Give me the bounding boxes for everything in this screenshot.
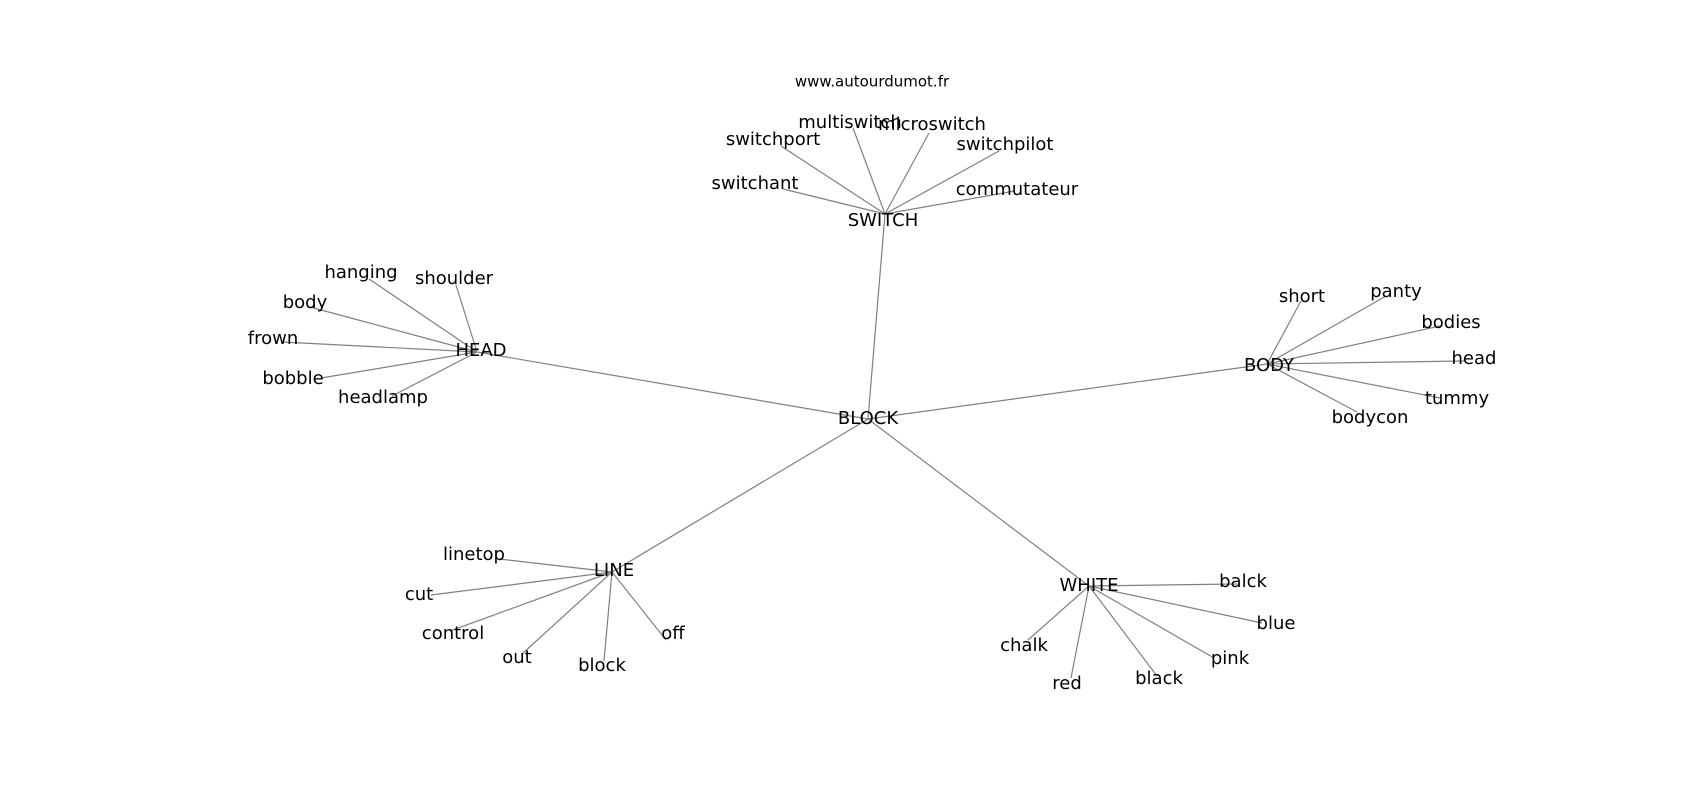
node-hub-head[interactable]: HEAD <box>455 340 506 361</box>
node-leaf[interactable]: short <box>1279 286 1325 307</box>
edge-head-leaf <box>320 351 478 379</box>
node-leaf[interactable]: control <box>422 623 484 644</box>
node-leaf[interactable]: bodies <box>1421 312 1480 333</box>
edge-head-leaf <box>309 306 478 353</box>
edge-line-leaf <box>449 571 613 632</box>
node-leaf[interactable]: cut <box>405 584 433 605</box>
edge-line-leaf <box>498 558 613 573</box>
node-leaf[interactable]: balck <box>1219 571 1267 592</box>
edge-white-leaf <box>1027 585 1090 641</box>
edge-center-white <box>867 418 1090 587</box>
edge-body-leaf <box>1266 300 1302 365</box>
node-leaf[interactable]: hanging <box>324 262 397 283</box>
edge-white-leaf <box>1088 585 1215 659</box>
edge-line-leaf <box>430 571 613 596</box>
edge-head-leaf <box>368 278 478 353</box>
edge-center-switch <box>867 213 886 420</box>
node-leaf[interactable]: commutateur <box>956 179 1079 200</box>
edge-body-leaf <box>1266 363 1441 399</box>
edge-switch-leaf <box>884 150 1000 215</box>
node-leaf[interactable]: panty <box>1370 281 1422 302</box>
node-leaf[interactable]: head <box>1452 348 1497 369</box>
edge-line-leaf <box>611 571 667 641</box>
node-leaf[interactable]: body <box>283 292 328 313</box>
node-hub-white[interactable]: WHITE <box>1059 575 1118 596</box>
node-center[interactable]: BLOCK <box>838 408 899 429</box>
edge-switch-leaf <box>782 188 886 215</box>
source-watermark[interactable]: www.autourdumot.fr <box>795 73 950 91</box>
node-leaf[interactable]: red <box>1052 673 1082 694</box>
edge-body-leaf <box>1266 363 1358 413</box>
node-leaf[interactable]: shoulder <box>415 268 494 289</box>
node-hub-switch[interactable]: SWITCH <box>848 210 919 231</box>
node-leaf[interactable]: headlamp <box>338 387 428 408</box>
node-leaf[interactable]: multiswitch <box>798 112 901 133</box>
node-leaf[interactable]: frown <box>248 328 298 349</box>
edge-body-leaf <box>1266 360 1465 365</box>
edge-white-leaf <box>1088 583 1238 587</box>
node-hub-line[interactable]: LINE <box>594 560 634 581</box>
edge-switch-leaf <box>780 145 886 215</box>
edge-line-leaf <box>603 571 613 662</box>
edge-body-leaf <box>1266 295 1387 365</box>
edge-head-leaf <box>391 351 478 397</box>
node-leaf[interactable]: switchpilot <box>957 134 1054 155</box>
node-leaf[interactable]: blue <box>1257 613 1296 634</box>
edge-switch-leaf <box>852 127 886 215</box>
graph-edges <box>281 127 1465 679</box>
edge-white-leaf <box>1088 585 1263 624</box>
node-leaf[interactable]: black <box>1135 668 1183 689</box>
edge-switch-leaf <box>884 132 930 215</box>
node-leaf[interactable]: chalk <box>1000 635 1048 656</box>
edge-line-leaf <box>521 571 613 655</box>
node-leaf[interactable]: bobble <box>262 368 323 389</box>
node-leaf[interactable]: tummy <box>1425 388 1490 409</box>
node-leaf[interactable]: microswitch <box>878 114 986 135</box>
edge-white-leaf <box>1088 585 1158 677</box>
node-leaf[interactable]: switchport <box>726 129 820 150</box>
edge-white-leaf <box>1070 585 1090 679</box>
edge-head-leaf <box>455 284 478 353</box>
node-hub-body[interactable]: BODY <box>1244 355 1295 376</box>
node-leaf[interactable]: block <box>578 655 626 676</box>
edge-center-line <box>611 418 869 573</box>
node-leaf[interactable]: out <box>502 647 531 668</box>
edge-center-body <box>867 363 1268 420</box>
node-leaf[interactable]: linetop <box>443 544 505 565</box>
node-leaf[interactable]: bodycon <box>1332 407 1409 428</box>
node-leaf[interactable]: pink <box>1211 648 1250 669</box>
edge-head-leaf <box>281 341 478 353</box>
graph-labels: www.autourdumot.fr BLOCK SWITCH switchant… <box>248 73 1497 695</box>
node-leaf[interactable]: off <box>661 623 685 644</box>
edge-center-head <box>476 351 869 420</box>
edge-switch-leaf <box>884 190 1016 215</box>
edge-body-leaf <box>1266 325 1441 365</box>
node-leaf[interactable]: switchant <box>712 173 799 194</box>
